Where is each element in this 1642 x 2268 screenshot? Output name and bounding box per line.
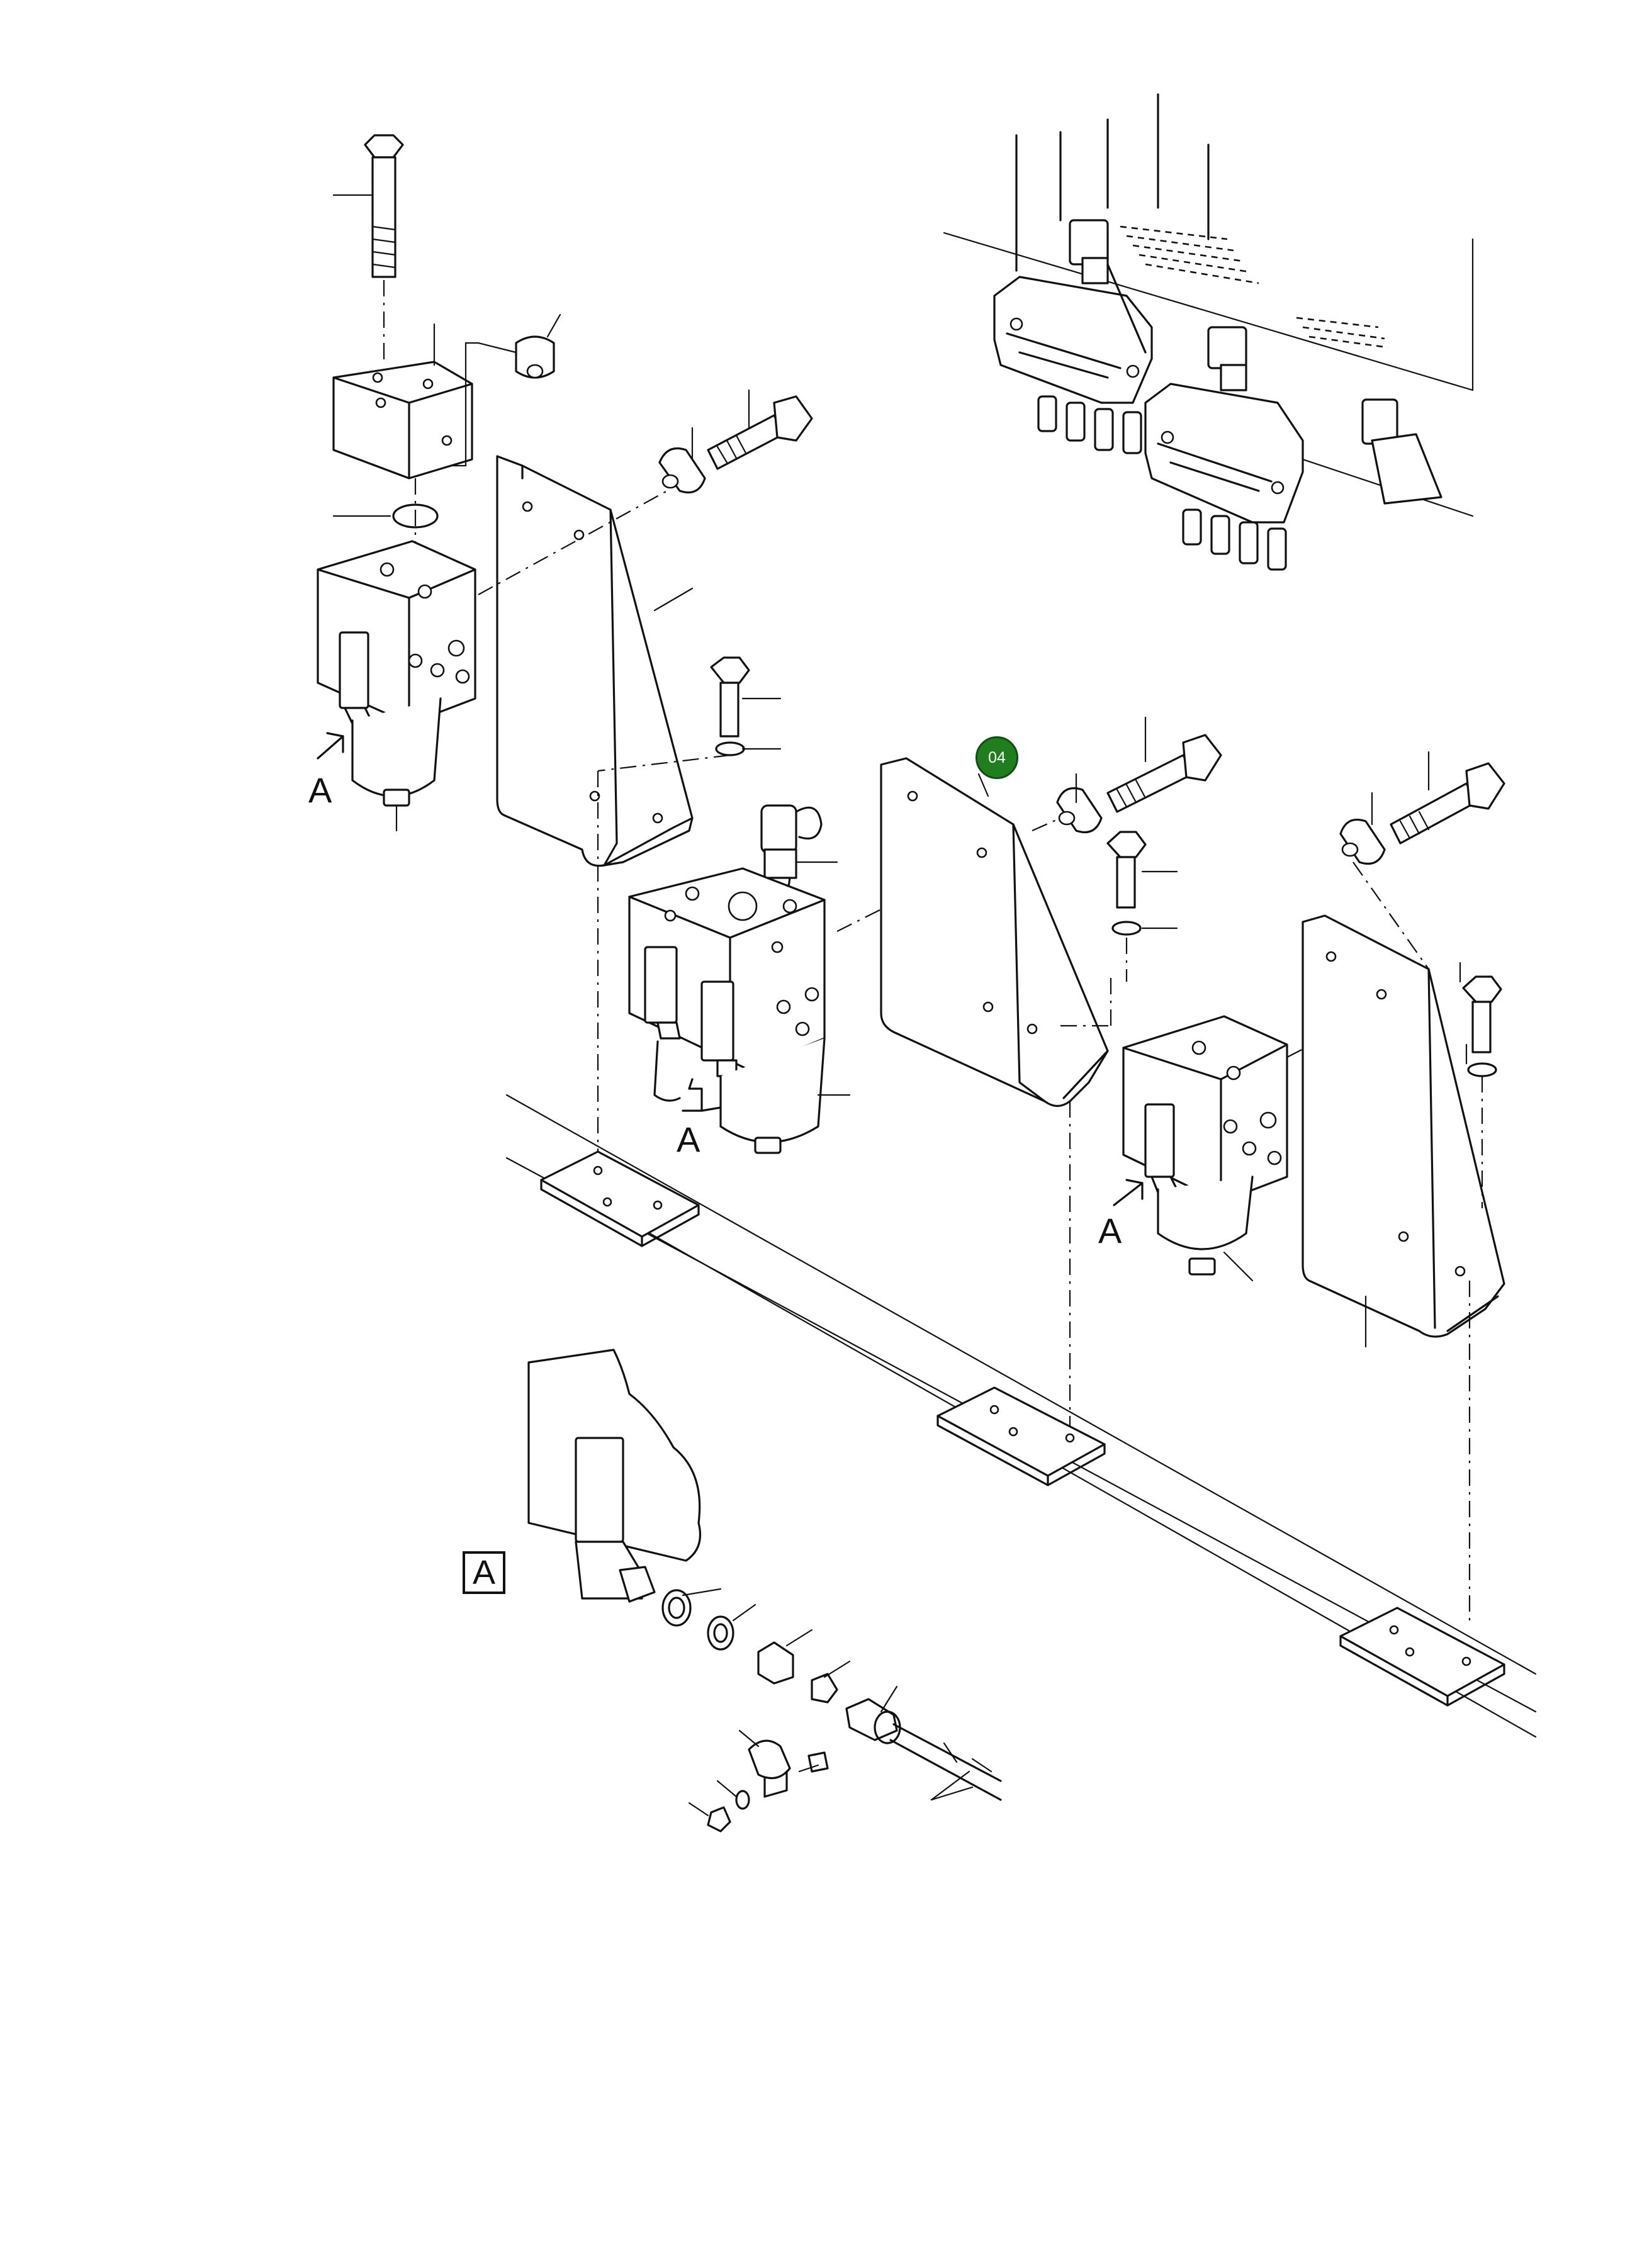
center-bolt-washer bbox=[597, 656, 782, 1158]
far-right-bolt-washer bbox=[1459, 962, 1502, 1208]
middle-bolt-washer bbox=[1106, 831, 1178, 982]
center-mounting-bracket bbox=[880, 757, 1112, 1447]
view-letter-a-1: A bbox=[308, 770, 332, 810]
detail-a-label-box: A bbox=[463, 1551, 505, 1594]
center-double-valve bbox=[628, 804, 1001, 1154]
floor-rail-base-plates bbox=[505, 1094, 1537, 1738]
left-valve-stack bbox=[317, 134, 561, 832]
right-spacer-bolt bbox=[1339, 751, 1505, 970]
view-letter-a-3: A bbox=[1098, 1211, 1122, 1250]
right-valve bbox=[1122, 1000, 1398, 1282]
view-a-marker-right: A bbox=[1098, 1179, 1144, 1250]
view-a-marker-left: A bbox=[308, 732, 344, 810]
right-mounting-bracket bbox=[1302, 914, 1505, 1624]
view-a-marker-center: A bbox=[677, 1078, 722, 1159]
view-letter-a-2: A bbox=[677, 1120, 700, 1159]
detail-a-view bbox=[527, 1349, 1002, 1833]
reference-callout-04[interactable]: 04 bbox=[976, 736, 1018, 779]
left-spacer-bolt bbox=[658, 389, 813, 494]
control-valve-assembly bbox=[943, 93, 1474, 571]
left-mounting-bracket bbox=[478, 455, 694, 867]
center-spacer-bolt bbox=[1032, 716, 1222, 834]
